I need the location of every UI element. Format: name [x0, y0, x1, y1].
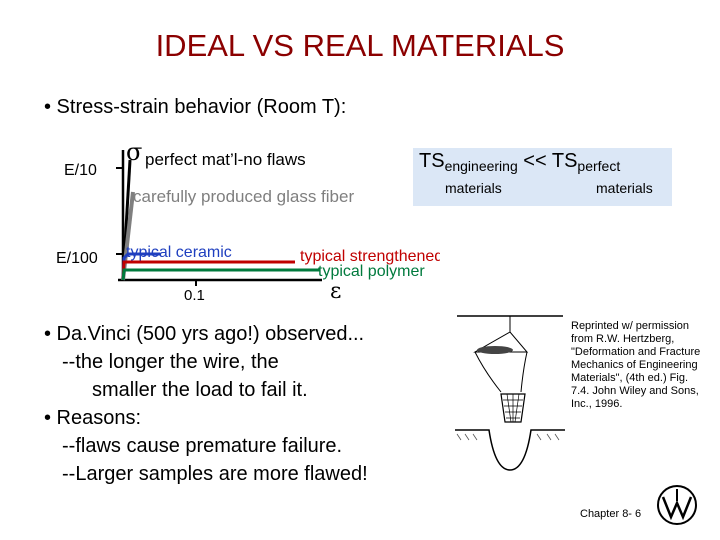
x-axis-symbol: ε: [330, 279, 341, 304]
bullet-sub-larger: --Larger samples are more flawed!: [62, 463, 368, 485]
series-label-glass-fiber: carefully produced glass fiber: [133, 187, 354, 206]
slide-title: IDEAL VS REAL MATERIALS: [155, 28, 565, 63]
series-line-polymer: [121, 268, 320, 281]
chapter-footer: Chapter 8- 6: [580, 508, 642, 520]
bullet-stress-strain: • Stress-strain behavior (Room T):: [44, 96, 347, 118]
series-label-perfect: perfect mat’l-no flaws: [145, 150, 306, 169]
y-tick-label-e10: E/10: [64, 162, 97, 179]
bullet-sub-load: smaller the load to fail it.: [92, 379, 308, 401]
reprint-credit: Reprinted w/ permission from R.W. Hertzb…: [571, 320, 701, 410]
ts-label-materials-1: materials: [445, 180, 502, 196]
ts-text-2: << TS: [517, 150, 578, 172]
publisher-logo: [657, 485, 697, 525]
bullet-reasons: • Reasons:: [44, 407, 142, 429]
series-label-polymer: typical polymer: [318, 263, 425, 280]
stress-strain-chart: σ ε E/10 E/100 0.1 perfect mat’l-no flaw…: [56, 138, 440, 304]
ts-sub-engineering: engineering: [444, 158, 518, 174]
davinci-bullets: • Da.Vinci (500 yrs ago!) observed... --…: [44, 320, 368, 488]
x-tick-label-01: 0.1: [184, 287, 205, 304]
ts-sub-perfect: perfect: [577, 158, 621, 174]
bullet-davinci: • Da.Vinci (500 yrs ago!) observed...: [44, 323, 365, 345]
ts-label-materials-2: materials: [596, 180, 653, 196]
y-axis-symbol: σ: [126, 138, 142, 166]
wire-test-illustration: [455, 315, 565, 471]
bullet-sub-flaws: --flaws cause premature failure.: [62, 435, 343, 457]
ts-comparison-box: [413, 148, 672, 206]
series-label-ceramic: typical ceramic: [126, 244, 232, 261]
ts-comparison: TSengineering << TSperfect: [419, 150, 620, 174]
ts-text-1: TS: [419, 150, 445, 172]
series-label-metal: typical strengthened metal: [300, 248, 440, 265]
bullet-sub-wire: --the longer the wire, the: [62, 351, 279, 373]
y-tick-label-e100: E/100: [56, 250, 98, 267]
